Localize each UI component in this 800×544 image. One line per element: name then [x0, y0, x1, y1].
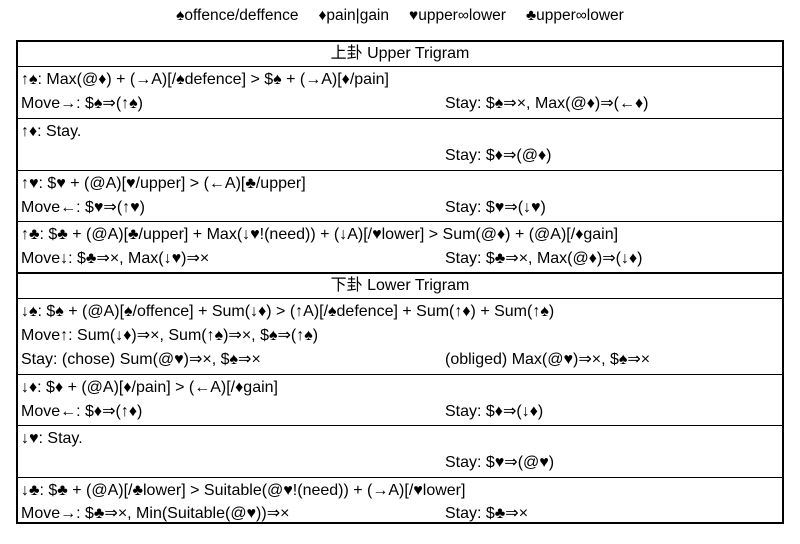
upper-diamond-block: ↑♦: Stay. Stay: $♦⇒(@♦) — [18, 119, 782, 171]
lower-diamond-condition: ↓♦: $♦ + (@A)[♦/pain] > (←A)[/♦gain] — [21, 379, 278, 396]
lower-diamond-block: ↓♦: $♦ + (@A)[♦/pain] > (←A)[/♦gain] Mov… — [18, 375, 782, 426]
legend-heart: ♥upper∞lower — [409, 7, 506, 24]
upper-spade-stay: Stay: $♠⇒×, Max(@♦)⇒(←♦) — [445, 95, 649, 112]
lower-spade-block: ↓♠: $♠ + (@A)[♠/offence] + Sum(↓♦) > (↑A… — [18, 299, 782, 375]
upper-club-move: Move↓: $♣⇒×, Max(↓♥)⇒× — [21, 250, 210, 267]
upper-club-condition: ↑♣: $♣ + (@A)[♣/upper] + Max(↓♥!(need)) … — [21, 226, 619, 243]
lower-diamond-move: Move←: $♦⇒(↑♦) — [21, 403, 143, 420]
lower-heart-stay: Stay: $♥⇒(@♥) — [445, 454, 555, 471]
upper-diamond-stay: Stay: $♦⇒(@♦) — [445, 147, 552, 164]
upper-heart-condition: ↑♥: $♥ + (@A)[♥/upper] > (←A)[♣/upper] — [21, 175, 306, 192]
suit-legend: ♠offence/deffence ♦pain|gain ♥upper∞lower ♣… — [0, 7, 800, 25]
lower-trigram-header: 下卦 Lower Trigram — [18, 272, 782, 299]
upper-spade-block: ↑♠: Max(@♦) + (→A)[/♠defence] > $♠ + (→A… — [18, 67, 782, 119]
upper-heart-stay: Stay: $♥⇒(↓♥) — [445, 199, 546, 216]
upper-diamond-condition: ↑♦: Stay. — [21, 123, 82, 140]
trigram-table: 上卦 Upper Trigram ↑♠: Max(@♦) + (→A)[/♠de… — [16, 40, 784, 524]
lower-club-move: Move→: $♣⇒×, Min(Suitable(@♥))⇒× — [21, 505, 290, 522]
lower-spade-stay: Stay: (chose) Sum(@♥)⇒×, $♠⇒× — [21, 351, 261, 368]
legend-club: ♣upper∞lower — [525, 7, 624, 24]
upper-heart-block: ↑♥: $♥ + (@A)[♥/upper] > (←A)[♣/upper] M… — [18, 171, 782, 222]
legend-spade: ♠offence/deffence — [176, 7, 299, 24]
lower-club-condition: ↓♣: $♣ + (@A)[/♣lower] > Suitable(@♥!(ne… — [21, 482, 466, 499]
upper-spade-move: Move→: $♠⇒(↑♠) — [21, 95, 143, 112]
lower-club-block: ↓♣: $♣ + (@A)[/♣lower] > Suitable(@♥!(ne… — [18, 478, 782, 522]
upper-trigram-header: 上卦 Upper Trigram — [18, 42, 782, 67]
upper-club-stay: Stay: $♣⇒×, Max(@♦)⇒(↓♦) — [445, 250, 643, 267]
lower-spade-obliged: (obliged) Max(@♥)⇒×, $♠⇒× — [445, 351, 651, 368]
upper-heart-move: Move←: $♥⇒(↑♥) — [21, 199, 145, 216]
lower-spade-condition: ↓♠: $♠ + (@A)[♠/offence] + Sum(↓♦) > (↑A… — [21, 303, 555, 320]
upper-club-block: ↑♣: $♣ + (@A)[♣/upper] + Max(↓♥!(need)) … — [18, 222, 782, 272]
lower-diamond-stay: Stay: $♦⇒(↓♦) — [445, 403, 544, 420]
lower-heart-block: ↓♥: Stay. Stay: $♥⇒(@♥) — [18, 426, 782, 478]
lower-heart-condition: ↓♥: Stay. — [21, 430, 83, 447]
lower-club-stay: Stay: $♣⇒× — [445, 505, 529, 522]
legend-diamond: ♦pain|gain — [318, 7, 389, 24]
upper-spade-condition: ↑♠: Max(@♦) + (→A)[/♠defence] > $♠ + (→A… — [21, 71, 389, 88]
lower-spade-move: Move↑: Sum(↓♦)⇒×, Sum(↑♠)⇒×, $♠⇒(↑♠) — [21, 327, 319, 344]
